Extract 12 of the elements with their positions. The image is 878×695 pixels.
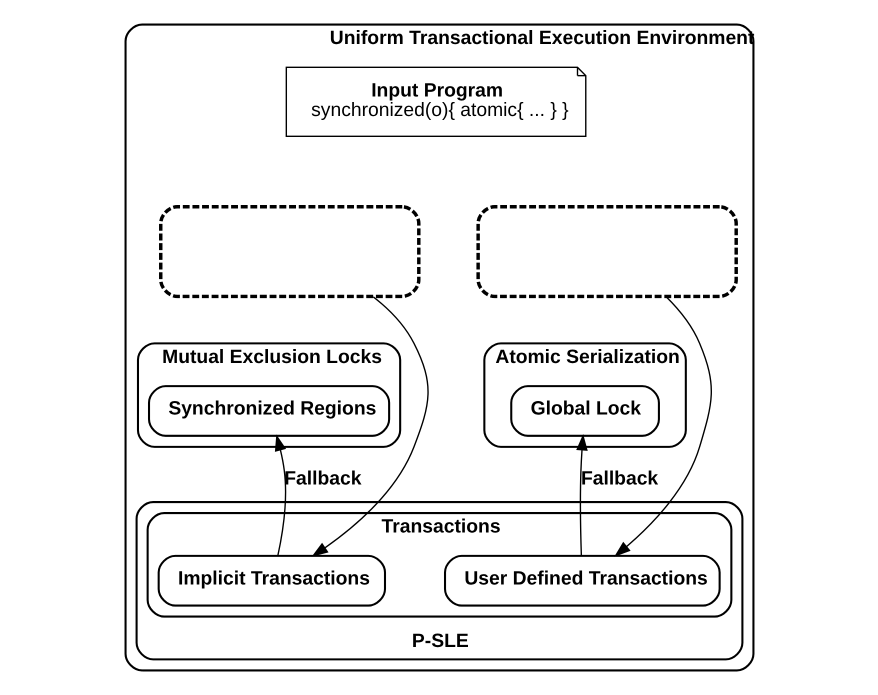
- arrow: [274, 434, 286, 556]
- node-box: User Defined Transactions: [443, 554, 720, 607]
- node-box: Global Lock: [510, 385, 660, 437]
- arrow: [311, 296, 428, 557]
- edge-label: Fallback: [284, 468, 361, 490]
- node-box: Synchronized Regions: [147, 385, 390, 437]
- node-box: Implicit Transactions: [157, 554, 386, 607]
- node-box: [476, 205, 738, 298]
- node-box: [158, 205, 420, 298]
- edge-label: Fallback: [580, 468, 658, 490]
- arrow: [614, 296, 712, 557]
- arrow: [576, 434, 588, 556]
